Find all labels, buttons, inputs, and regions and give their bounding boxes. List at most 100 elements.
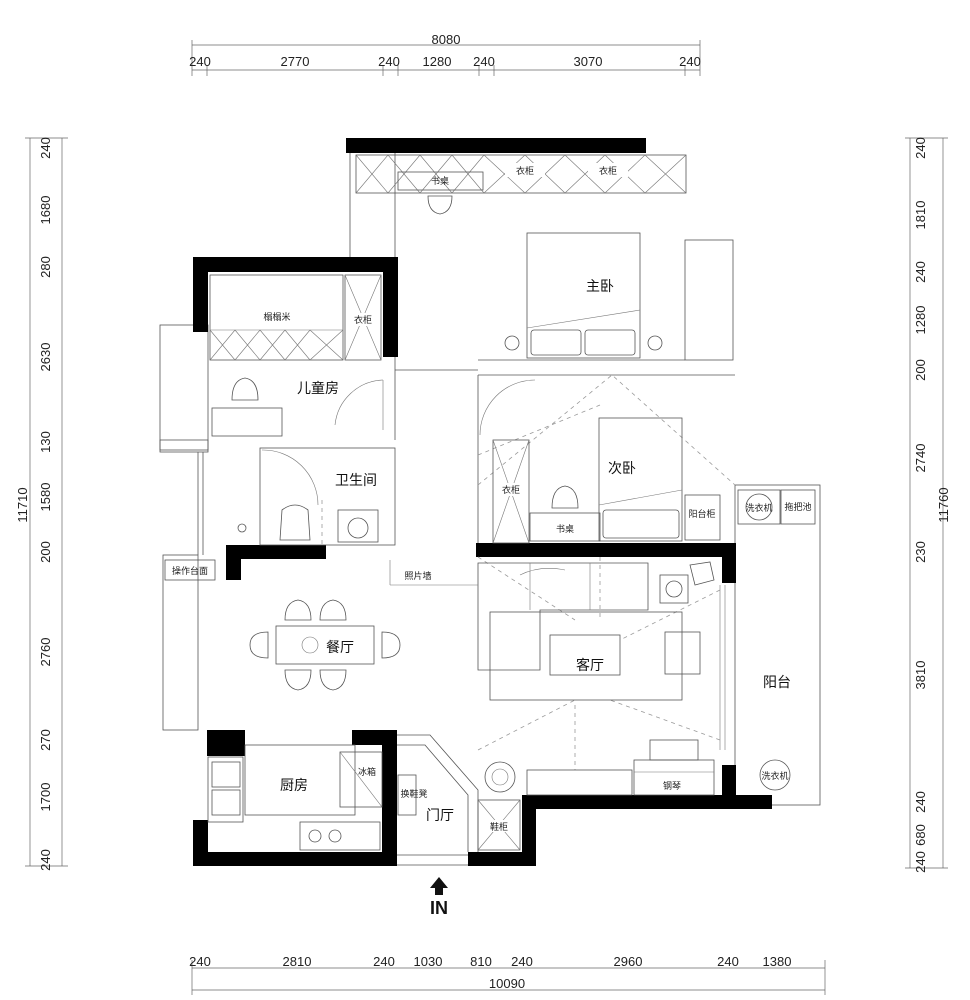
right-dim-9: 240	[913, 791, 928, 813]
left-dim-10: 1700	[38, 783, 53, 812]
bottom-dim-8: 240	[717, 954, 739, 969]
top-dimensions: 8080 240 2770 240 1280 240 3070 240	[189, 32, 701, 76]
bed-icon	[526, 232, 641, 359]
right-dim-3: 240	[913, 261, 928, 283]
left-dim-5: 130	[38, 431, 53, 453]
washer-label-2: 洗衣机	[761, 770, 788, 782]
top-dim-1: 240	[189, 54, 211, 69]
room-bathroom: 卫生间	[335, 473, 377, 489]
mop-pool-label: 拖把池	[784, 501, 811, 513]
toilet-icon	[279, 504, 311, 541]
bottom-dim-4: 1030	[414, 954, 443, 969]
top-total-dim: 8080	[432, 32, 461, 47]
right-dim-7: 230	[913, 541, 928, 563]
bed-icon	[598, 417, 683, 542]
arrow-up-icon	[430, 877, 448, 895]
balcony-cabinet-label: 阳台柜	[688, 508, 715, 520]
bottom-dimensions: 240 2810 240 1030 810 240 2960 240 1380 …	[189, 954, 826, 995]
second-bedroom: 衣柜 书桌 阳台柜 次卧	[477, 374, 736, 544]
washer-icon	[737, 489, 781, 525]
chair-icon	[231, 377, 259, 401]
room-master-bedroom: 主卧	[586, 279, 614, 295]
outline-lines	[159, 149, 821, 806]
top-dim-4: 1280	[423, 54, 452, 69]
bottom-dim-9: 1380	[763, 954, 792, 969]
shoe-cabinet-label: 鞋柜	[490, 821, 508, 833]
stove-icon	[299, 821, 381, 851]
wardrobe-label-1: 衣柜	[516, 165, 534, 177]
room-living: 客厅	[576, 657, 604, 674]
wardrobe-label-2: 衣柜	[599, 165, 617, 177]
entrance-marker: IN	[430, 877, 448, 918]
top-dim-2: 2770	[281, 54, 310, 69]
left-dim-4: 2630	[38, 343, 53, 372]
top-dim-3: 240	[378, 54, 400, 69]
lamp-icon	[504, 335, 520, 351]
wardrobe-label-3: 衣柜	[354, 314, 372, 326]
master-bedroom: 衣柜 衣柜 书桌 主卧	[355, 154, 687, 359]
right-dim-6: 2740	[913, 444, 928, 473]
living-room: 钢琴 客厅	[477, 556, 721, 796]
right-dim-4: 1280	[913, 306, 928, 335]
left-dim-3: 280	[38, 256, 53, 278]
right-dim-11: 240	[913, 851, 928, 873]
left-dim-11: 240	[38, 849, 53, 871]
lamp-icon	[665, 580, 683, 598]
walls	[193, 138, 772, 866]
left-dimensions: 240 1680 280 2630 130 1580 200 2760 270 …	[15, 137, 68, 871]
plant-icon	[301, 636, 319, 654]
top-dim-6: 3070	[574, 54, 603, 69]
desk-label-2: 书桌	[556, 523, 574, 535]
bottom-dim-2: 2810	[283, 954, 312, 969]
sink-icon	[211, 761, 241, 788]
chair-icon	[427, 195, 453, 215]
bottom-dim-5: 810	[470, 954, 492, 969]
kids-room: 榻榻米 衣柜 儿童房	[209, 274, 384, 437]
door-swing	[334, 379, 384, 426]
dining-table	[275, 625, 375, 665]
bottom-dim-3: 240	[373, 954, 395, 969]
piano-label: 钢琴	[663, 780, 681, 792]
left-dim-1: 240	[38, 137, 53, 159]
right-dimensions: 240 1810 240 1280 200 2740 230 3810 240 …	[905, 137, 951, 873]
left-dim-2: 1680	[38, 196, 53, 225]
room-balcony: 阳台	[763, 675, 791, 691]
room-dining: 餐厅	[326, 640, 354, 656]
left-dim-7: 200	[38, 541, 53, 563]
photo-wall-label: 照片墙	[404, 570, 431, 582]
right-dim-2: 1810	[913, 201, 928, 230]
room-kids: 儿童房	[297, 380, 339, 397]
right-dim-8: 3810	[913, 661, 928, 690]
room-entrance: 门厅	[426, 808, 454, 824]
shoe-bench-label: 换鞋凳	[400, 788, 427, 800]
bottom-dim-7: 2960	[614, 954, 643, 969]
bathroom: 卫生间	[237, 447, 396, 546]
right-dim-5: 200	[913, 359, 928, 381]
washer-label-1: 洗衣机	[745, 502, 772, 514]
left-dim-6: 1580	[38, 483, 53, 512]
room-second-bedroom: 次卧	[608, 461, 636, 477]
entrance: 换鞋凳 鞋柜 门厅	[397, 734, 521, 866]
desk-label-1: 书桌	[431, 175, 449, 187]
in-label: IN	[430, 898, 448, 918]
chair-icon	[551, 485, 579, 509]
plant-icon	[484, 761, 516, 793]
room-kitchen: 厨房	[280, 778, 308, 794]
sink-icon	[337, 509, 379, 543]
fridge-label: 冰箱	[358, 766, 376, 778]
bottom-dim-6: 240	[511, 954, 533, 969]
bottom-dim-1: 240	[189, 954, 211, 969]
top-dim-7: 240	[679, 54, 701, 69]
right-dim-1: 240	[913, 137, 928, 159]
right-dim-10: 680	[913, 824, 928, 846]
left-dim-8: 2760	[38, 638, 53, 667]
tv-cabinet	[526, 769, 633, 796]
counter-label: 操作台面	[172, 565, 208, 577]
lamp-icon	[647, 335, 663, 351]
wardrobe-label-4: 衣柜	[502, 484, 520, 496]
top-dim-5: 240	[473, 54, 495, 69]
dining-room: 操作台面 照片墙 餐厅	[164, 559, 478, 691]
tatami-label: 榻榻米	[263, 311, 290, 323]
bottom-total-dim: 10090	[489, 976, 525, 991]
